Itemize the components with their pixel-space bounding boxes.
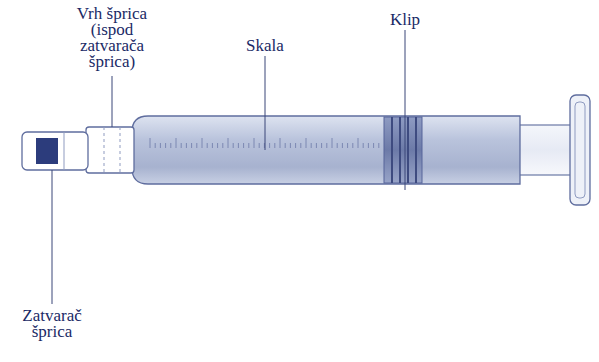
part-label: Zatvarač šprica	[10, 308, 94, 340]
tip-detail	[104, 127, 105, 173]
scale-ticks	[150, 138, 379, 148]
leader-lines	[52, 30, 405, 304]
syringe-barrel	[132, 116, 520, 184]
part-label: Vrh šprica (ispod zatvarača šprica)	[64, 6, 160, 70]
plunger-stopper	[384, 117, 422, 183]
part-label: Klip	[375, 12, 435, 28]
finger-flange	[570, 95, 590, 205]
part-label: Skala	[225, 38, 305, 54]
cap-inner	[36, 138, 58, 164]
syringe-cap	[22, 132, 88, 170]
syringe-tip	[86, 127, 134, 173]
flange-inner	[575, 102, 585, 198]
tip-detail	[120, 127, 121, 173]
cap-detail	[64, 132, 65, 170]
